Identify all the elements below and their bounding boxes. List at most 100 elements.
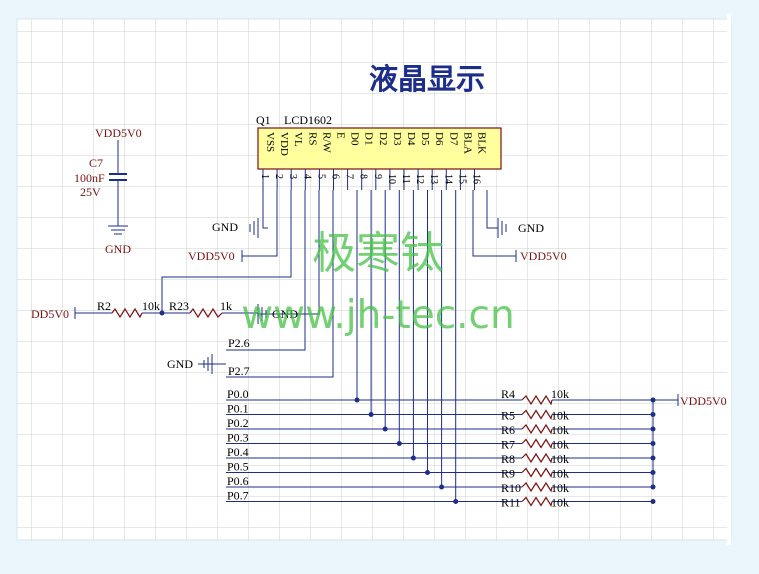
pullup-resistor [521, 438, 553, 450]
cap-supply-label: VDD5V0 [95, 126, 142, 140]
pullup-value: 10k [551, 481, 569, 495]
bus-junction [425, 470, 430, 475]
lcd-pin-number: 8 [358, 174, 369, 179]
lcd-pin-number: 14 [442, 174, 453, 184]
lcd-pin-number: 15 [456, 174, 467, 184]
pullup-ref: R11 [501, 496, 521, 510]
resistor-r23 [189, 307, 223, 319]
lcd-designator: Q1 [256, 113, 271, 127]
gnd-pin1-label: GND [212, 220, 238, 234]
lcd-left-wiring [161, 190, 334, 378]
lcd-pin: VDD 2 [273, 132, 290, 190]
divider [74, 307, 258, 319]
lcd-pin: D3 10 [386, 132, 403, 190]
gnd-divider-label: GND [272, 307, 298, 321]
lcd1602-body [257, 127, 502, 170]
lcd-pin-number: 12 [414, 174, 425, 184]
lcd-pins: VSS1VDD2VL3RS4R/W5E6D07D18D29D310D411D51… [259, 132, 488, 190]
lcd-pin-name: BLK [476, 132, 488, 154]
pullup-resistor [521, 467, 553, 479]
bus-junction [396, 441, 402, 446]
pullup-resistor [521, 394, 553, 406]
bus-junction [368, 412, 374, 417]
watermark-url: www.jh-tec.cn [241, 293, 514, 338]
lcd-part: LCD1602 [284, 113, 332, 127]
lcd-pin-name: D3 [391, 132, 403, 146]
pullup-ref: R9 [501, 467, 515, 481]
lcd-pin-name: R/W [320, 132, 332, 153]
lcd-pin-number: 6 [330, 174, 341, 179]
cap-ground-label: GND [105, 242, 131, 256]
lcd-pin-name: D1 [363, 132, 375, 145]
lcd-pin-number: 13 [428, 174, 439, 184]
capacitor-c7 [108, 140, 128, 235]
lcd-pin: RS4 [301, 132, 318, 190]
lcd-pin-name: D0 [349, 132, 361, 146]
vdd-pin2-label: VDD5V0 [188, 249, 235, 263]
pullup-value: 10k [551, 496, 569, 510]
lcd-pin-number: 7 [344, 174, 355, 179]
pullup-value: 10k [551, 387, 569, 401]
pullup-rail [652, 394, 679, 487]
pullup-value: 10k [551, 423, 569, 437]
pullup-value: 10k [551, 452, 569, 466]
gnd-pin16-label: GND [518, 221, 544, 235]
lcd-pin: R/W 5 [315, 132, 332, 190]
watermark-cn: 极寒钛 [312, 228, 444, 279]
lcd-pin-name: VDD [278, 132, 290, 156]
pullup-resistor [521, 496, 553, 508]
port-label: P0.1 [227, 402, 249, 416]
port-label: P0.5 [227, 460, 249, 474]
port-label: P0.7 [227, 489, 249, 503]
lcd-right-wiring [472, 190, 517, 262]
gnd-left-label: GND [167, 357, 193, 371]
pullup-resistor [521, 423, 553, 435]
lcd-pin-number: 9 [372, 174, 383, 179]
lcd-pin-name: BLA [461, 132, 473, 154]
schematic-title: 液晶显示 [369, 63, 485, 96]
divider-supply-label: DD5V0 [31, 307, 69, 321]
lcd-pin: D0 7 [344, 132, 361, 190]
port-label: P0.2 [227, 416, 249, 430]
pullup-value: 10k [551, 409, 569, 423]
cap-ref: C7 [89, 156, 103, 170]
lcd-pin-number: 3 [287, 174, 298, 179]
pullup-resistor [521, 481, 553, 493]
lcd-pin: D5 12 [414, 132, 431, 190]
lcd-pin-number: 2 [273, 174, 284, 179]
bus-junction [439, 484, 445, 490]
pullup-resistor [521, 409, 553, 421]
lcd-pin-number: 10 [386, 174, 397, 184]
lcd-pin-name: D5 [419, 132, 431, 146]
lcd-pin-name: D4 [405, 132, 417, 146]
r2-ref: R2 [97, 299, 111, 313]
r23-value: 1k [220, 299, 232, 313]
pullup-ref: R5 [501, 409, 515, 423]
pullup-ref: R6 [501, 423, 515, 437]
lcd-pin-name: E [335, 132, 347, 139]
cap-voltage: 25V [80, 185, 101, 199]
port-label: P0.0 [227, 387, 249, 401]
bus-junction [410, 455, 416, 461]
bus-junction [382, 426, 388, 432]
lcd-pin: BLA 15 [456, 132, 473, 190]
r23-ref: R23 [169, 299, 189, 313]
pullup-resistor [521, 452, 553, 464]
lcd-pin: D29 [372, 132, 389, 190]
lcd-pin-number: 5 [315, 174, 326, 179]
r2-value: 10k [142, 299, 160, 313]
bus-junction [453, 499, 459, 504]
bus-junction [354, 397, 360, 403]
port-label: P0.4 [227, 445, 249, 459]
